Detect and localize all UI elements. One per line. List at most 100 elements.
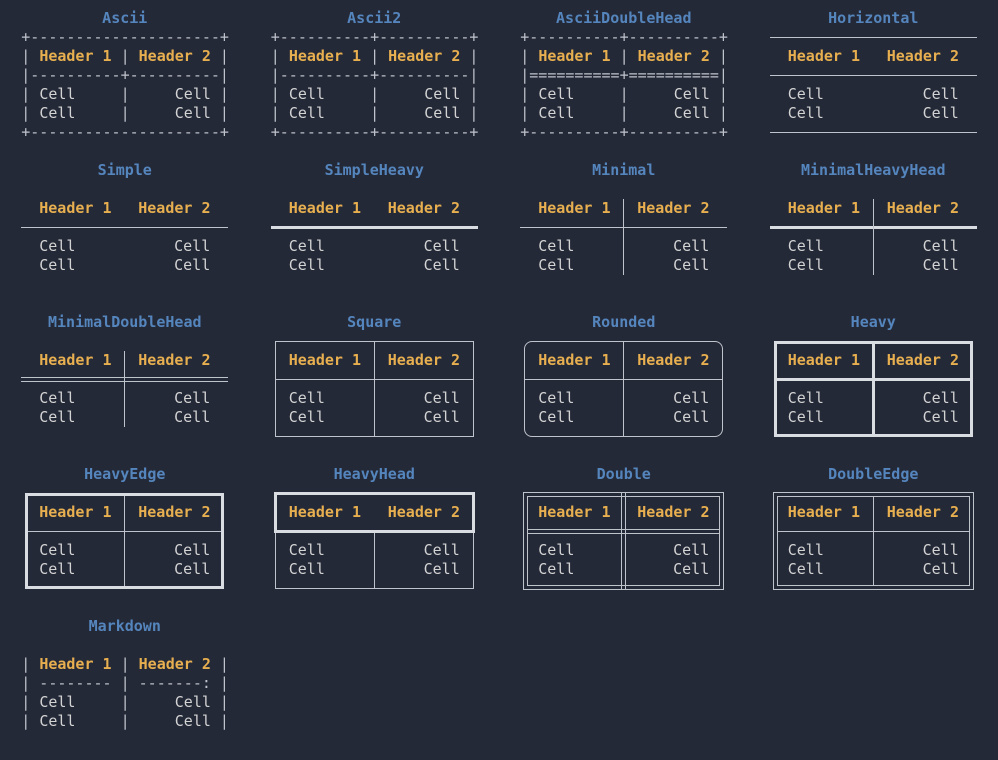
body-cell: Cell [873, 237, 977, 256]
header-cell: Header 1 [271, 503, 374, 522]
border-chars: | [21, 693, 39, 711]
table-block-ascii2: Ascii2+----------+----------+| Header 1 … [250, 0, 500, 152]
ascii-line: +---------------------+ [21, 28, 228, 47]
ascii-line: +----------+----------+ [271, 28, 478, 47]
border-chars: | [75, 104, 174, 122]
table-title: AsciiDoubleHead [520, 9, 727, 28]
header-text: Header 2 [139, 655, 211, 673]
header-cell: Header 2 [374, 199, 478, 218]
body-cell: Cell [21, 560, 124, 579]
body-cell: Cell [520, 541, 623, 560]
body-cell: Cell [271, 560, 374, 579]
ascii-line: | Header 1 | Header 2 | [21, 47, 228, 66]
body-cell: Cell [271, 237, 374, 256]
body-cell: Cell [520, 256, 623, 275]
header-cell: Header 2 [623, 503, 727, 522]
horizontal-rule [21, 227, 228, 228]
header-text: Header 1 [39, 655, 111, 673]
header-cell: Header 2 [124, 199, 228, 218]
border-chars: |==========+==========| [520, 66, 728, 84]
header-cell: Header 2 [873, 351, 977, 370]
border-chars: | [211, 693, 229, 711]
ascii-line: +----------+----------+ [520, 123, 727, 142]
ascii-table: | Header 1 | Header 2 || -------- | ----… [21, 636, 228, 750]
border-chars: | [520, 47, 538, 65]
ascii-line: |----------+----------| [21, 66, 228, 85]
body-cell: Cell [374, 408, 478, 427]
body-cell: Cell [623, 256, 727, 275]
header-cell: Header 1 [770, 199, 873, 218]
body-cell: Cell [873, 256, 977, 275]
body-cell: Cell [770, 560, 873, 579]
body-cell: Cell [124, 237, 228, 256]
cell-text: Cell [424, 104, 460, 122]
cell-text: Cell [175, 104, 211, 122]
header-text: Header 1 [39, 47, 111, 65]
border-chars: | [211, 655, 229, 673]
header-cell: Header 2 [623, 199, 727, 218]
border-chars: | [361, 47, 388, 65]
border-chars: | [21, 47, 39, 65]
body-cell: Cell [21, 408, 124, 427]
body-cell: Cell [770, 104, 873, 123]
ascii-line: | Cell | Cell | [21, 104, 228, 123]
ascii-table: +----------+----------+ | Header 1 | Head… [520, 28, 727, 142]
border-chars: +---------------------+ [21, 28, 229, 46]
header-cell: Header 1 [271, 351, 374, 370]
table-markdown: | Header 1 | Header 2 || -------- | ----… [21, 636, 228, 750]
ascii-table: +----------+----------+| Header 1 | Head… [271, 28, 478, 142]
border-chars: | [75, 712, 174, 730]
cell-text: Cell [538, 104, 574, 122]
ascii-line: | Header 1 | Header 2 | [520, 47, 727, 66]
table-title: MinimalHeavyHead [770, 161, 977, 180]
ascii-table: +---------------------+| Header 1 | Head… [21, 28, 228, 142]
table-title: SimpleHeavy [271, 161, 478, 180]
border-chars: | [112, 47, 139, 65]
border-chars: | [112, 655, 139, 673]
cell-text: Cell [39, 693, 75, 711]
body-cell: Cell [124, 541, 228, 560]
cell-text: Cell [538, 85, 574, 103]
header-cell: Header 2 [623, 351, 727, 370]
border-chars: | [710, 104, 728, 122]
body-cell: Cell [520, 560, 623, 579]
table-title: Ascii [21, 9, 228, 28]
body-cell: Cell [124, 256, 228, 275]
table-title: Ascii2 [271, 9, 478, 28]
border-chars: +----------+----------+ [271, 28, 479, 46]
ascii-line [21, 731, 228, 750]
body-cell: Cell [374, 256, 478, 275]
border-chars: | [710, 47, 728, 65]
header-cell: Header 2 [873, 47, 977, 66]
body-cell: Cell [374, 560, 478, 579]
header-cell: Header 2 [873, 199, 977, 218]
border-chars: | [520, 85, 538, 103]
ascii-line: | Cell | Cell | [21, 85, 228, 104]
border-chars: | [21, 712, 39, 730]
body-cell: Cell [873, 541, 977, 560]
border-chars: | [271, 85, 289, 103]
border-chars: +----------+----------+ [271, 123, 479, 141]
